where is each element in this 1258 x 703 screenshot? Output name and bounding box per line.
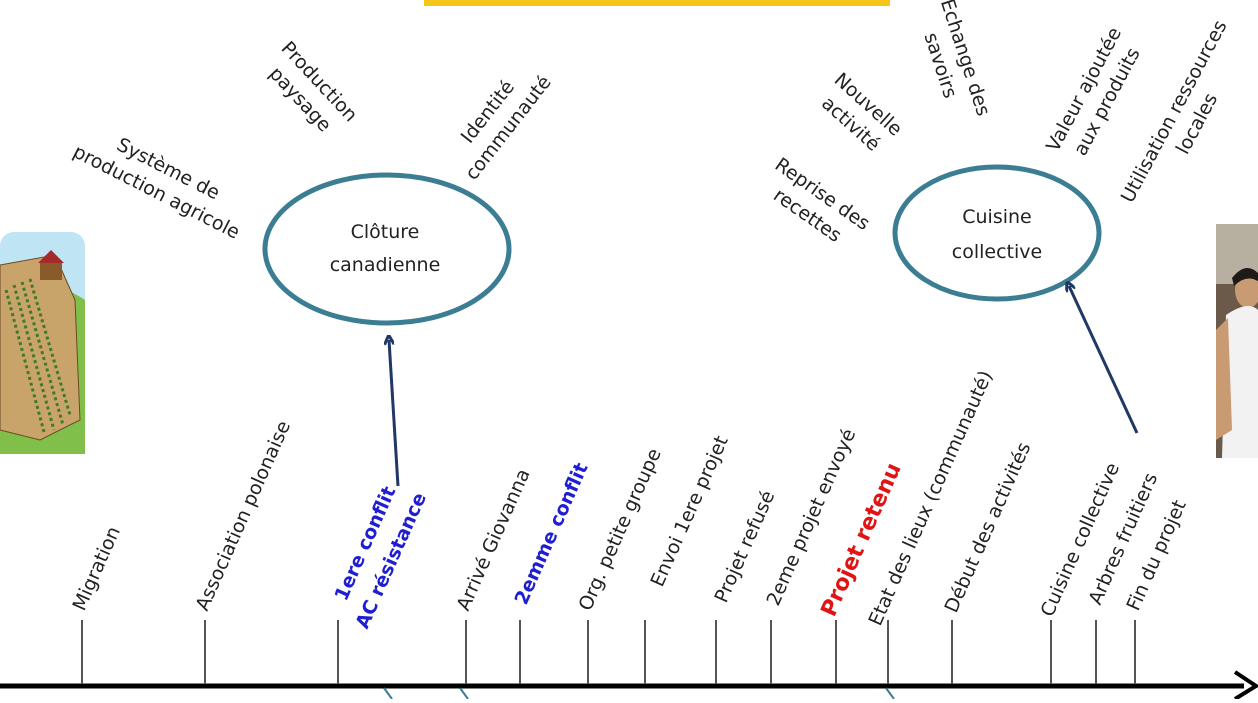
cuisine-ellipse (892, 164, 1102, 302)
spoke-nouvelle: Nouvelle activité (817, 69, 906, 156)
event-association: Association polonaise (191, 417, 295, 614)
arrow-to-cloture (389, 340, 400, 487)
event-migration: Migration (68, 523, 125, 614)
timeline-arrowhead (1233, 670, 1258, 701)
spoke-utilisation: Utilisation ressources locales (1117, 17, 1232, 207)
spoke-production: Production paysage (265, 37, 362, 136)
cuisine-label-line2: collective (952, 241, 1042, 263)
top-banner (424, 0, 890, 6)
cloture-label-line2: canadienne (330, 254, 441, 276)
farm-image (0, 232, 85, 454)
cloture-label-line1: Clôture (351, 221, 420, 243)
arrow-to-cuisine (1069, 286, 1139, 434)
timeline-ticks (81, 620, 1136, 684)
cuisine-label-line1: Cuisine (962, 206, 1032, 228)
spoke-identite: Identité communauté (457, 72, 556, 185)
spoke-valeur: Valeur ajoutée aux produits (1042, 24, 1145, 160)
cloture-ellipse (262, 172, 512, 326)
spoke-reprise: Reprise des recettes (769, 154, 874, 247)
spoke-systeme: Système de production agricole (69, 134, 243, 244)
kitchen-photo (1216, 224, 1258, 458)
spoke-echange: Echange des savoirs (920, 0, 995, 119)
